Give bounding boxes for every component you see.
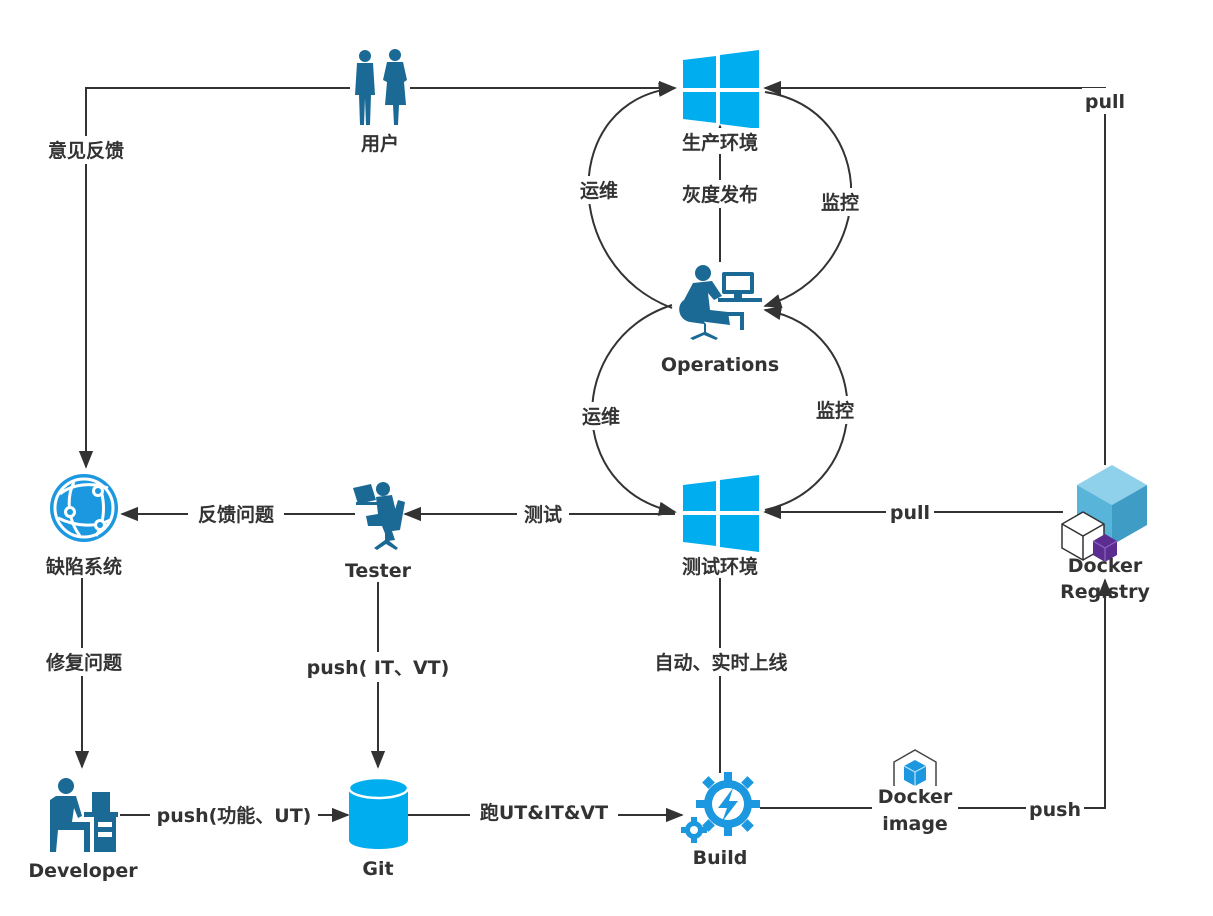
- label-monitor-lower: 监控: [816, 399, 854, 422]
- node-defects: 缺陷系统: [46, 474, 122, 578]
- edge-labels: 意见反馈 pull 运维 灰度发布 监控 运维 监控 反馈问题 测试 pull …: [36, 88, 1128, 829]
- node-git-label: Git: [362, 858, 393, 880]
- label-ops-lower: 运维: [582, 405, 620, 428]
- label-auto-release: 自动、实时上线: [654, 651, 787, 674]
- node-build-label: Build: [693, 847, 748, 869]
- label-pull-mid: pull: [890, 502, 930, 524]
- node-docker-image-label-1: Docker: [878, 786, 953, 808]
- label-monitor-upper: 监控: [821, 191, 859, 214]
- label-ops-upper: 运维: [580, 179, 618, 202]
- node-tester: Tester: [345, 482, 412, 582]
- globe-network-icon: [50, 474, 118, 542]
- label-gray-release: 灰度发布: [682, 183, 758, 206]
- node-defects-label: 缺陷系统: [46, 555, 122, 578]
- node-docker-image-label-2: image: [882, 813, 948, 835]
- node-developer-label: Developer: [28, 860, 138, 882]
- node-prod-label: 生产环境: [682, 131, 758, 154]
- node-prod: 生产环境: [676, 50, 766, 154]
- label-push-image: push: [1029, 799, 1081, 821]
- cube-icon: [1061, 465, 1147, 562]
- node-users: 用户: [355, 49, 407, 155]
- label-report-issue: 反馈问题: [198, 503, 274, 526]
- gear-lightning-icon: [681, 772, 760, 843]
- node-test-env-label: 测试环境: [682, 555, 758, 578]
- node-operations: Operations: [661, 265, 779, 376]
- people-icon: [355, 49, 407, 125]
- node-docker-image: Docker image: [872, 749, 958, 836]
- windows-icon: [683, 50, 759, 129]
- node-docker-registry-label-2: Registry: [1060, 581, 1150, 603]
- node-users-label: 用户: [361, 132, 399, 155]
- label-push-it-vt: push( IT、VT): [307, 657, 450, 679]
- operator-at-computer-icon: [679, 265, 762, 340]
- node-operations-label: Operations: [661, 354, 779, 376]
- cylinder-icon: [347, 776, 410, 849]
- node-git: Git: [347, 776, 410, 880]
- windows-icon: [683, 475, 759, 552]
- node-docker-registry: Docker Registry: [1060, 465, 1151, 603]
- edge-feedback: [78, 87, 350, 469]
- node-build: Build: [681, 772, 760, 869]
- developer-icon: [50, 778, 118, 852]
- node-developer: Developer: [28, 778, 138, 882]
- label-pull-top: pull: [1085, 91, 1125, 113]
- tester-icon: [353, 482, 405, 550]
- label-push-feature-ut: push(功能、UT): [157, 804, 312, 827]
- label-run-tests: 跑UT&IT&VT: [480, 801, 608, 824]
- node-docker-registry-label-1: Docker: [1068, 555, 1143, 577]
- label-testing: 测试: [524, 504, 562, 526]
- label-feedback: 意见反馈: [48, 139, 124, 162]
- node-tester-label: Tester: [345, 560, 412, 582]
- label-fix-issue: 修复问题: [45, 651, 122, 674]
- node-test-env: 测试环境: [676, 475, 766, 578]
